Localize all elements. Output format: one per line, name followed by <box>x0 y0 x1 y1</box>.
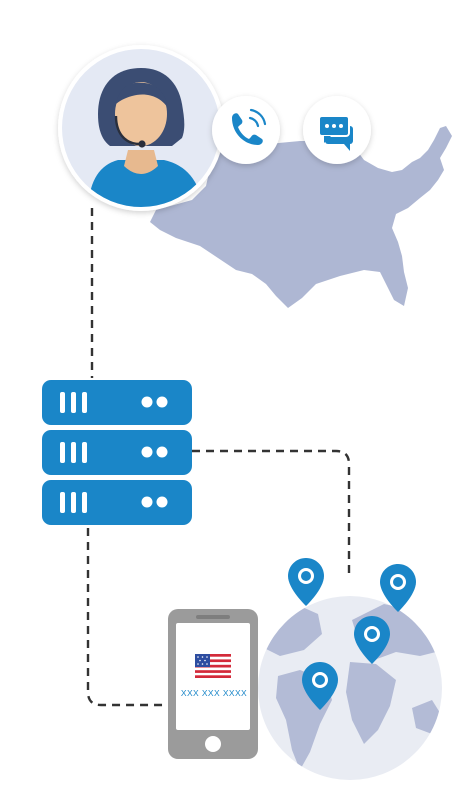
server-to-phone-line <box>86 528 168 707</box>
us-flag-icon <box>195 654 231 678</box>
server-to-globe-line <box>192 449 351 575</box>
phone-number-text: XXX XXX XXXX <box>180 688 248 698</box>
usa-map-icon <box>150 126 452 308</box>
chat-icon <box>303 96 371 164</box>
phone-call-icon <box>212 96 280 164</box>
map-pins <box>288 558 416 710</box>
server-unit <box>42 380 192 425</box>
server-unit <box>42 480 192 525</box>
server-stack-icon <box>42 380 192 525</box>
smartphone-icon <box>168 609 258 759</box>
map-pin-icon <box>380 564 416 612</box>
map-pin-icon <box>302 662 338 710</box>
globe-icon <box>258 596 442 780</box>
map-pin-icon <box>354 616 390 664</box>
connection-lines <box>86 208 351 707</box>
server-unit <box>42 430 192 475</box>
agent-avatar-icon <box>58 45 224 211</box>
map-pin-icon <box>288 558 324 606</box>
